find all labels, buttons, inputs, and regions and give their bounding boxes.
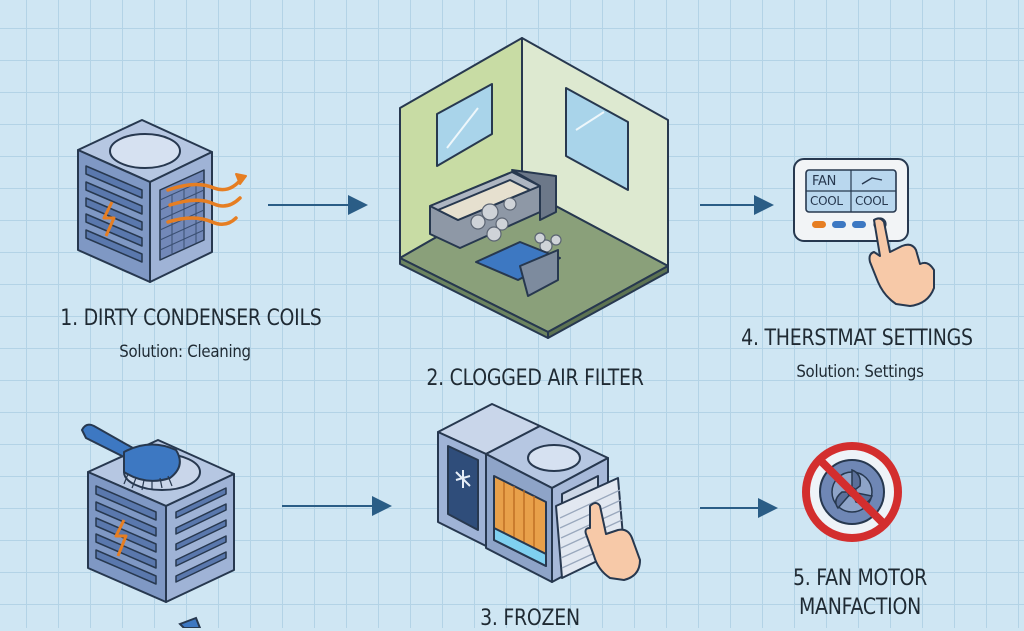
condenser-unit-with-brush-icon (81, 423, 235, 603)
step-3-title: 3. FROZEN (480, 606, 580, 631)
prohibited-fan-icon (802, 442, 902, 542)
room-with-clogged-filter-icon (399, 37, 669, 339)
step-5-title-line-2: MANFACTION (798, 595, 921, 620)
step-4-title: 4. THERSTMAT SETTINGS (741, 326, 973, 351)
step-5-title-line-1: 5. FAN MOTOR (792, 566, 928, 591)
partial-tool-icon (178, 616, 202, 628)
step-4-solution: Solution: Settings (796, 362, 924, 382)
step-1-title: 1. DIRTY CONDENSER COILS (60, 306, 322, 331)
thermostat-cool-readout-left: COOL (810, 194, 843, 208)
pointing-hand-icon (868, 217, 935, 307)
thermostat-cool-readout-right: COOL (855, 194, 888, 208)
thermostat-fan-readout: FAN (812, 174, 837, 189)
condenser-unit-icon (77, 119, 247, 283)
step-2-title: 2. CLOGGED AIR FILTER (426, 366, 644, 391)
step-1-solution: Solution: Cleaning (119, 342, 251, 362)
frozen-indoor-unit-icon (437, 403, 641, 583)
